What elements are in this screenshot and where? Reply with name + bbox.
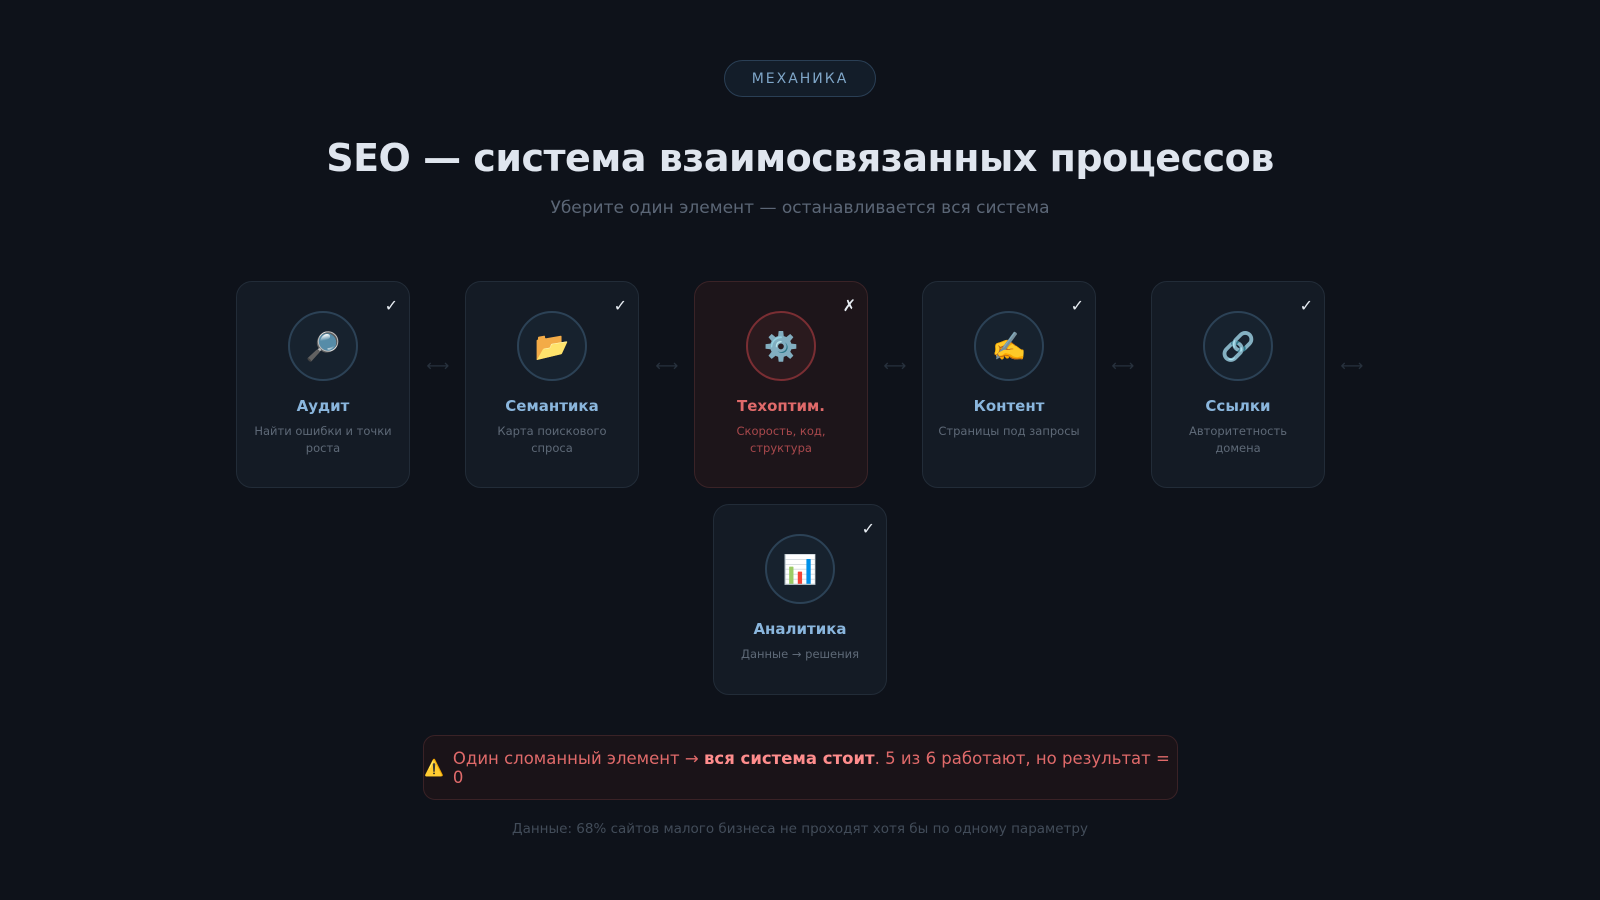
card-title: Техоптим. — [737, 397, 825, 415]
card-title: Контент — [973, 397, 1045, 415]
card-description: Страницы под запросы — [938, 424, 1080, 438]
warning-text-prefix: Один сломанный элемент → — [452, 748, 704, 768]
data-footnote: Данные: 68% сайтов малого бизнеса не про… — [512, 821, 1088, 837]
card-description: Найти ошибки и точки роста — [254, 424, 392, 455]
link-icon: 🔗 — [1203, 311, 1273, 381]
warning-text-suffix: . 5 из 6 работают, но результат = 0 — [452, 748, 1170, 787]
status-check-icon: ✓ — [861, 519, 875, 538]
card-semantics: ✓ 📂 Семантика Карта поискового спроса — [465, 281, 639, 488]
card-content: ✓ ✍️ Контент Страницы под запросы — [922, 281, 1096, 488]
bar-chart-icon: 📊 — [765, 534, 835, 604]
card-title: Семантика — [505, 397, 599, 415]
status-cross-icon: ✗ — [842, 296, 856, 315]
warning-text-emphasis: вся система стоит — [703, 748, 875, 768]
warning-icon: ⚠️ — [424, 758, 444, 777]
card-title: Аналитика — [753, 620, 847, 638]
card-description: Данные → решения — [740, 647, 860, 661]
double-arrow-icon: ⟷ — [655, 356, 679, 375]
writing-hand-icon: ✍️ — [974, 311, 1044, 381]
double-arrow-icon: ⟷ — [426, 356, 450, 375]
double-arrow-icon: ⟷ — [1111, 356, 1135, 375]
warning-text: Один сломанный элемент → вся система сто… — [453, 749, 1177, 787]
status-check-icon: ✓ — [384, 296, 398, 315]
magnifier-icon: 🔎 — [288, 311, 358, 381]
page-subtitle: Уберите один элемент — останавливается в… — [550, 198, 1050, 218]
page-title: SEO — система взаимосвязанных процессов — [326, 136, 1274, 180]
card-description: Карта поискового спроса — [497, 424, 607, 455]
card-title: Ссылки — [1205, 397, 1271, 415]
warning-banner: ⚠️ Один сломанный элемент → вся система … — [423, 735, 1178, 800]
card-description: Скорость, код, структура — [736, 424, 826, 455]
status-check-icon: ✓ — [1070, 296, 1084, 315]
status-check-icon: ✓ — [613, 296, 627, 315]
double-arrow-icon: ⟷ — [883, 356, 907, 375]
card-title: Аудит — [296, 397, 350, 415]
section-badge: МЕХАНИКА — [724, 60, 876, 97]
double-arrow-icon: ⟷ — [1340, 356, 1364, 375]
card-links: ✓ 🔗 Ссылки Авторитетность домена — [1151, 281, 1325, 488]
card-audit: ✓ 🔎 Аудит Найти ошибки и точки роста — [236, 281, 410, 488]
status-check-icon: ✓ — [1299, 296, 1313, 315]
card-tech-optimization: ✗ ⚙️ Техоптим. Скорость, код, структура — [694, 281, 868, 488]
card-description: Авторитетность домена — [1189, 424, 1287, 455]
gear-icon: ⚙️ — [746, 311, 816, 381]
card-analytics: ✓ 📊 Аналитика Данные → решения — [713, 504, 887, 695]
folder-icon: 📂 — [517, 311, 587, 381]
